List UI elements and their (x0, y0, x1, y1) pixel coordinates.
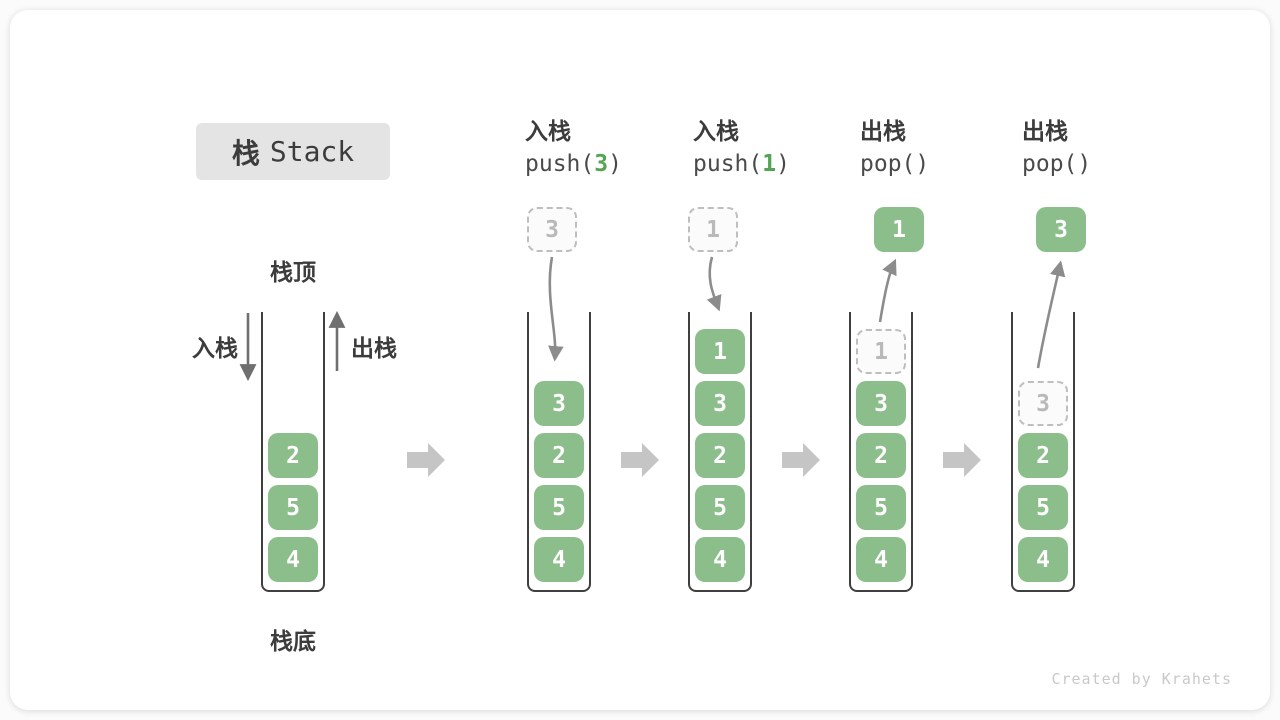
stack-block: 3 (856, 381, 906, 426)
stack-block: 5 (695, 485, 745, 530)
next-step-arrow-icon (407, 443, 445, 477)
stack-block: 5 (1018, 485, 1068, 530)
stack-container: 3 2 5 4 (527, 312, 591, 592)
diagram-card: 栈 Stack 入栈 push(3) 入栈 push(1) 出栈 pop() 出… (10, 10, 1270, 710)
stack-block: 2 (534, 433, 584, 478)
stack-bottom-label: 栈底 (270, 628, 316, 654)
popped-block: 3 (1036, 207, 1086, 252)
op-code: pop() (860, 151, 930, 177)
next-step-arrow-icon (781, 443, 820, 477)
stack-state-4: 1 3 2 5 4 1 (801, 200, 961, 600)
next-step-arrow-icon (943, 443, 981, 477)
title-zh: 栈 (231, 137, 260, 169)
op-action: 入栈 (693, 118, 739, 144)
title-en: Stack (269, 135, 355, 168)
stack-block: 2 (856, 433, 906, 478)
stack-block: 5 (268, 485, 318, 530)
pop-direction-label: 出栈 (351, 335, 397, 361)
push-direction-label: 入栈 (192, 335, 238, 361)
op-label-pop-first: 出栈 pop() (860, 116, 1030, 182)
op-code: push(3) (525, 151, 622, 177)
stack-container: 1 3 2 5 4 (849, 312, 913, 592)
popped-block: 1 (874, 207, 924, 252)
incoming-ghost-block: 1 (688, 207, 738, 252)
stack-container: 2 5 4 (261, 312, 325, 592)
stack-state-2: 3 2 5 4 3 (479, 200, 639, 600)
stack-block: 4 (534, 537, 584, 582)
pop-up-arrow-icon (328, 310, 346, 371)
stack-top-label: 栈顶 (270, 259, 316, 285)
stack-block: 5 (534, 485, 584, 530)
stack-state-5: 3 2 5 4 3 (963, 200, 1123, 600)
op-action: 入栈 (525, 118, 571, 144)
stack-block: 5 (856, 485, 906, 530)
next-step-arrow-icon (620, 443, 659, 477)
credit-text: Created by Krahets (1051, 670, 1232, 688)
ghost-block: 1 (856, 329, 906, 374)
stack-block: 4 (856, 537, 906, 582)
op-label-pop-second: 出栈 pop() (1022, 116, 1192, 182)
stack-block: 4 (695, 537, 745, 582)
op-action: 出栈 (860, 118, 906, 144)
stack-block: 4 (1018, 537, 1068, 582)
stack-block: 2 (695, 433, 745, 478)
stack-state-1: 2 5 4 (213, 200, 373, 600)
stack-state-3: 1 3 2 5 4 1 (640, 200, 800, 600)
op-label-push-3: 入栈 push(3) (525, 116, 695, 182)
stack-block: 3 (534, 381, 584, 426)
stack-block: 2 (268, 433, 318, 478)
stack-block: 4 (268, 537, 318, 582)
diagram-title: 栈 Stack (196, 123, 390, 180)
op-action: 出栈 (1022, 118, 1068, 144)
incoming-ghost-block: 3 (527, 207, 577, 252)
stack-container: 1 3 2 5 4 (688, 312, 752, 592)
stack-block: 2 (1018, 433, 1068, 478)
stack-block: 1 (695, 329, 745, 374)
stack-block: 3 (695, 381, 745, 426)
op-label-push-1: 入栈 push(1) (693, 116, 863, 182)
push-down-arrow-icon (239, 313, 257, 382)
op-code: pop() (1022, 151, 1092, 177)
stack-container: 3 2 5 4 (1011, 312, 1075, 592)
op-code: push(1) (693, 151, 790, 177)
ghost-block: 3 (1018, 381, 1068, 426)
